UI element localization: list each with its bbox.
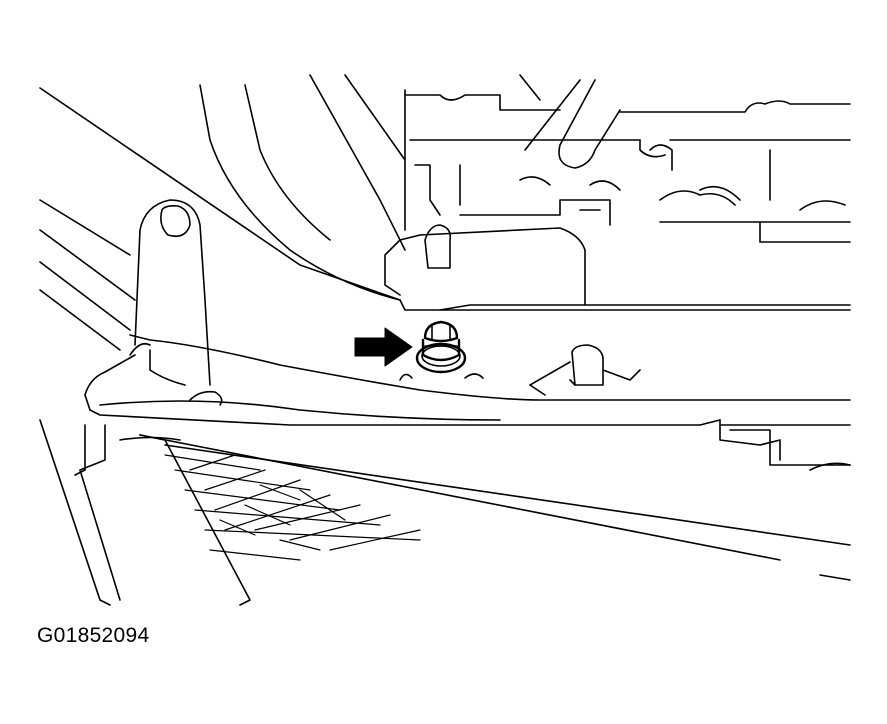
drain-plug xyxy=(415,320,467,374)
flange-holes xyxy=(399,373,484,381)
mounting-bracket xyxy=(129,199,211,386)
transmission-housing xyxy=(384,74,851,311)
guide-pin xyxy=(529,344,641,396)
upper-struts xyxy=(199,74,406,301)
frame-lines xyxy=(39,87,401,351)
arrow-right-icon xyxy=(354,327,413,367)
oil-pan-flange xyxy=(84,334,851,471)
oil-pan-ribs xyxy=(164,454,421,561)
figure-id-label: G01852094 xyxy=(37,624,150,647)
oil-pan-body xyxy=(39,419,851,606)
